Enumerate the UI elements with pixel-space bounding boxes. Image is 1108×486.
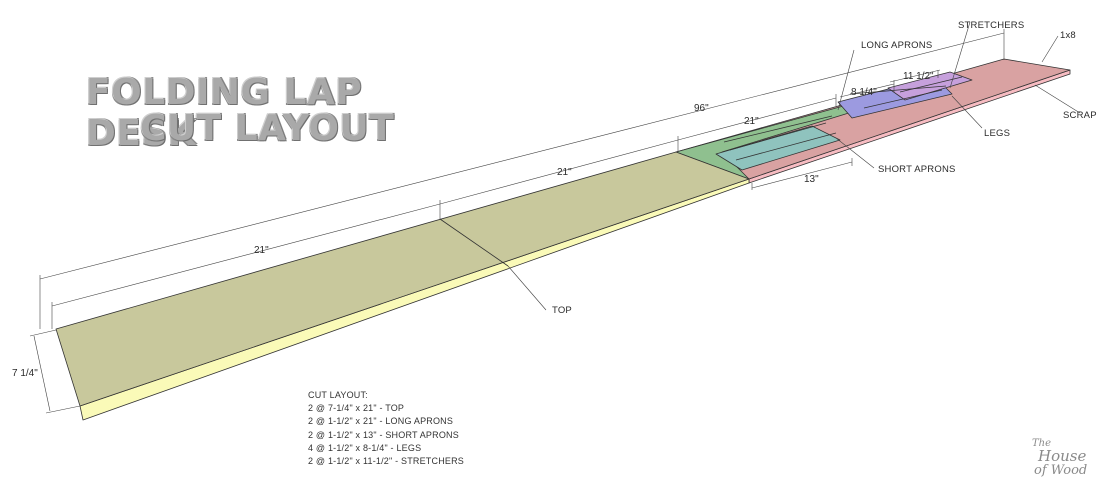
label-board: 1x8 [1060,30,1076,41]
logo-line-3: of Wood [1034,463,1088,478]
cut-list: CUT LAYOUT: 2 @ 7-1/4" x 21" - TOP 2 @ 1… [308,389,464,468]
top-board [55,151,750,407]
dim-top-1: 21" [254,245,269,256]
dim-long-aprons: 21" [744,116,759,127]
logo-line-1: The [1032,438,1052,449]
dim-board-width: 7 1/4" [12,368,38,379]
cut-list-item: 4 @ 1-1/2" x 8-1/4" - LEGS [308,442,422,453]
dim-top-2: 21" [557,167,572,178]
label-long-aprons: LONG APRONS [861,40,932,51]
dim-short-aprons: 13" [804,174,819,185]
house-of-wood-logo: The House of Wood [1030,438,1098,482]
dim-stretchers: 11 1/2" [903,71,934,82]
title-line-2: CUT LAYOUT [140,108,395,149]
logo-line-2: House [1038,447,1087,465]
stretchers-strip [887,71,973,101]
cut-list-heading: CUT LAYOUT: [308,390,368,400]
dim-overall: 96" [694,103,709,114]
cut-list-item: 2 @ 7-1/4" x 21" - TOP [308,403,405,414]
short-apron-strip [715,125,841,171]
cut-list-item: 2 @ 1-1/2" x 11-1/2" - STRETCHERS [308,456,465,467]
label-scrap: SCRAP [1063,110,1097,121]
dim-legs: 8 1/4" [851,87,877,98]
label-stretchers: STRETCHERS [958,20,1024,31]
title-line-1: FOLDING LAP DESK [86,72,363,154]
cut-list-item: 2 @ 1-1/2" x 13" - SHORT APRONS [308,429,459,440]
label-top: TOP [552,305,572,316]
label-short-aprons: SHORT APRONS [878,164,956,175]
cut-list-item: 2 @ 1-1/2" x 21" - LONG APRONS [308,416,454,427]
label-legs: LEGS [984,128,1010,139]
